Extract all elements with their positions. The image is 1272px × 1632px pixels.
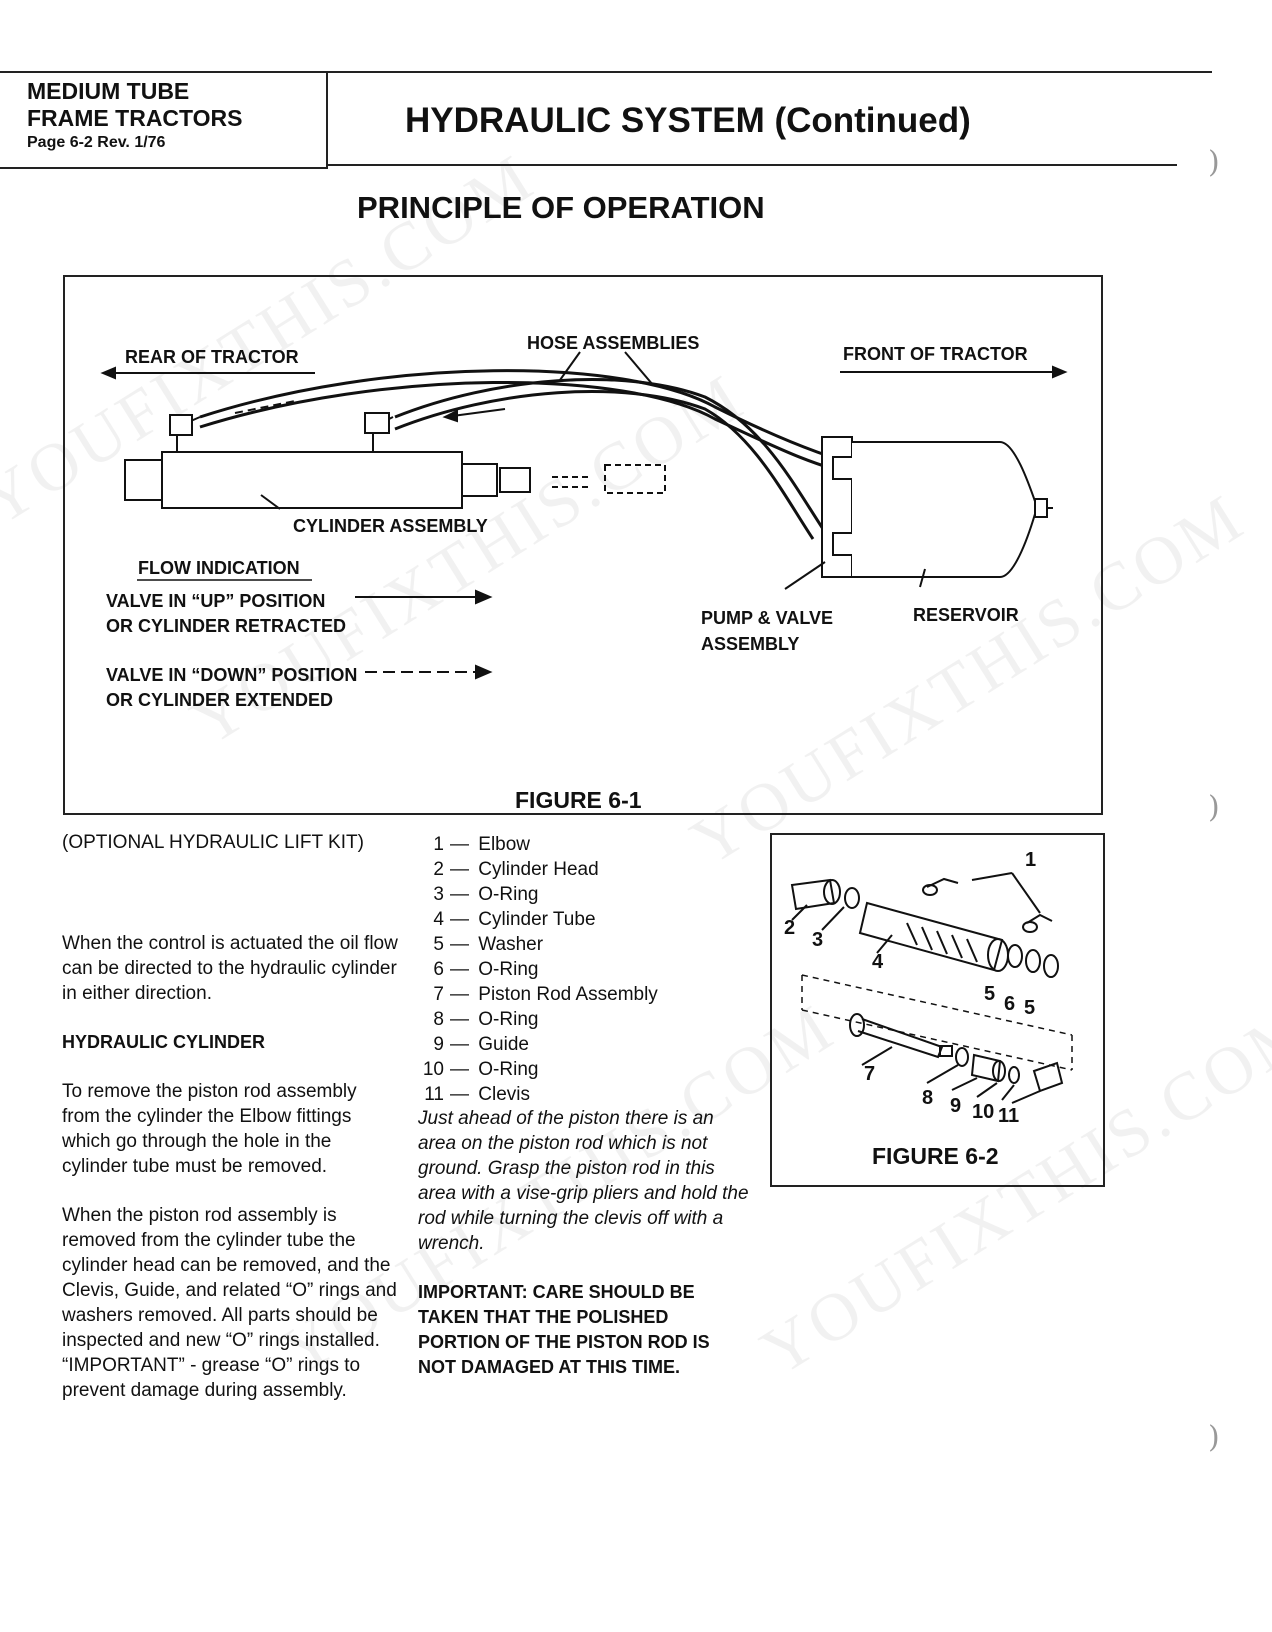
list-item: 7 — Piston Rod Assembly (418, 982, 658, 1007)
valve-down-line1: VALVE IN “DOWN” POSITION (106, 665, 358, 685)
reservoir-label: RESERVOIR (913, 605, 1019, 625)
list-item: 10 — O-Ring (418, 1057, 658, 1082)
part-dash: — (450, 959, 475, 980)
part-number: 7 (433, 984, 444, 1005)
callout-2: 2 (784, 917, 796, 939)
part-name: Cylinder Tube (478, 909, 596, 930)
part-number: 5 (433, 934, 444, 955)
figure-6-1: REAR OF TRACTOR HOSE ASSEMBLIES FRONT OF… (63, 275, 1103, 815)
flow-indication-heading: FLOW INDICATION (138, 558, 300, 578)
part-number: 4 (433, 909, 444, 930)
part-number: 9 (433, 1034, 444, 1055)
valve-up-line2: OR CYLINDER RETRACTED (106, 616, 347, 636)
header-rule-top (0, 71, 1212, 73)
list-item: 2 — Cylinder Head (418, 857, 658, 882)
part-name: O-Ring (478, 1059, 539, 1080)
part-name: Washer (478, 934, 544, 955)
paragraph-remove-rod: To remove the piston rod assembly from t… (62, 1081, 357, 1177)
part-number: 11 (424, 1084, 444, 1105)
valve-up-line1: VALVE IN “UP” POSITION (106, 591, 326, 611)
part-name: O-Ring (478, 1009, 539, 1030)
part-dash: — (450, 859, 475, 880)
callout-11: 11 (998, 1105, 1020, 1127)
valve-up-label: VALVE IN “UP” POSITION OR CYLINDER RETRA… (106, 589, 346, 639)
part-dash: — (450, 1034, 475, 1055)
callout-9: 9 (950, 1095, 962, 1117)
callout-1: 1 (1025, 849, 1037, 871)
cylinder-assembly-label: CYLINDER ASSEMBLY (293, 516, 488, 536)
figure-6-2: 1 2 3 4 5 6 5 7 8 9 10 11 FIGURE 6-2 (770, 833, 1105, 1187)
header-rule-bottom-left (0, 167, 327, 169)
list-item: 1 — Elbow (418, 832, 658, 857)
important-note: IMPORTANT: CARE SHOULD BE TAKEN THAT THE… (418, 1282, 710, 1377)
valve-down-line2: OR CYLINDER EXTENDED (106, 690, 334, 710)
margin-mark: ) (1208, 1420, 1220, 1455)
list-item: 6 — O-Ring (418, 957, 658, 982)
part-dash: — (450, 984, 475, 1005)
part-dash: — (450, 909, 475, 930)
section-title: PRINCIPLE OF OPERATION (357, 190, 765, 225)
hydraulic-cylinder-heading: HYDRAULIC CYLINDER (62, 1032, 266, 1052)
part-number: 2 (433, 859, 444, 880)
margin-mark: ) (1208, 145, 1220, 180)
parts-list: 1 — Elbow 2 — Cylinder Head 3 — O-Ring 4 — Cyli… (418, 832, 658, 1107)
list-item: 5 — Washer (418, 932, 658, 957)
cylinder-exploded-view (790, 872, 1073, 1104)
part-name: Cylinder Head (478, 859, 599, 880)
part-dash: — (450, 1059, 475, 1080)
callout-7: 7 (864, 1063, 876, 1085)
part-number: 3 (433, 884, 444, 905)
list-item: 4 — Cylinder Tube (418, 907, 658, 932)
paragraph-control: When the control is actuated the oil flo… (62, 933, 398, 1004)
callout-4: 4 (872, 951, 884, 973)
part-dash: — (450, 1009, 475, 1030)
part-dash: — (450, 1084, 475, 1105)
page-info: Page 6-2 Rev. 1/76 (27, 134, 166, 151)
paragraph-inspection: When the piston rod assembly is removed … (62, 1205, 397, 1401)
header-line2: FRAME TRACTORS (27, 105, 243, 131)
part-number: 1 (433, 834, 444, 855)
part-dash: — (450, 884, 475, 905)
header-divider (326, 71, 328, 169)
callout-6: 6 (1004, 993, 1016, 1015)
pump-valve-line2: ASSEMBLY (701, 634, 800, 654)
part-name: Guide (478, 1034, 529, 1055)
header-line1: MEDIUM TUBE (27, 78, 190, 104)
part-name: Clevis (478, 1084, 531, 1105)
header-rule-bottom-right (327, 164, 1177, 166)
part-name: O-Ring (478, 884, 539, 905)
list-item: 9 — Guide (418, 1032, 658, 1057)
pump-valve-line1: PUMP & VALVE (701, 608, 834, 628)
callout-5a: 5 (984, 983, 996, 1005)
callout-10: 10 (972, 1101, 995, 1123)
hose-assemblies-label: HOSE ASSEMBLIES (527, 333, 700, 353)
figure-6-1-caption: FIGURE 6-1 (515, 787, 642, 813)
paragraph-piston-note: Just ahead of the piston there is an are… (418, 1108, 749, 1254)
optional-kit-note: (OPTIONAL HYDRAULIC LIFT KIT) (62, 832, 364, 853)
callout-5b: 5 (1024, 997, 1036, 1019)
header-left: MEDIUM TUBE FRAME TRACTORS Page 6-2 Rev.… (27, 78, 243, 154)
list-item: 11 — Clevis (418, 1082, 658, 1107)
part-number: 6 (433, 959, 444, 980)
list-item: 8 — O-Ring (418, 1007, 658, 1032)
part-name: Elbow (478, 834, 531, 855)
part-dash: — (450, 934, 475, 955)
page-title: HYDRAULIC SYSTEM (Continued) (405, 101, 971, 140)
list-item: 3 — O-Ring (418, 882, 658, 907)
part-number: 8 (433, 1009, 444, 1030)
part-dash: — (450, 834, 475, 855)
margin-mark: ) (1208, 790, 1220, 825)
valve-down-label: VALVE IN “DOWN” POSITION OR CYLINDER EXT… (106, 663, 357, 713)
rear-of-tractor-label: REAR OF TRACTOR (125, 347, 299, 367)
figure-6-2-caption: FIGURE 6-2 (872, 1143, 999, 1169)
callout-8: 8 (922, 1087, 934, 1109)
callout-3: 3 (812, 929, 824, 951)
part-name: O-Ring (478, 959, 539, 980)
part-number: 10 (422, 1059, 444, 1080)
hydraulic-system-diagram (100, 351, 1068, 680)
part-name: Piston Rod Assembly (478, 984, 658, 1005)
front-of-tractor-label: FRONT OF TRACTOR (843, 344, 1028, 364)
pump-valve-label: PUMP & VALVE ASSEMBLY (701, 605, 833, 657)
